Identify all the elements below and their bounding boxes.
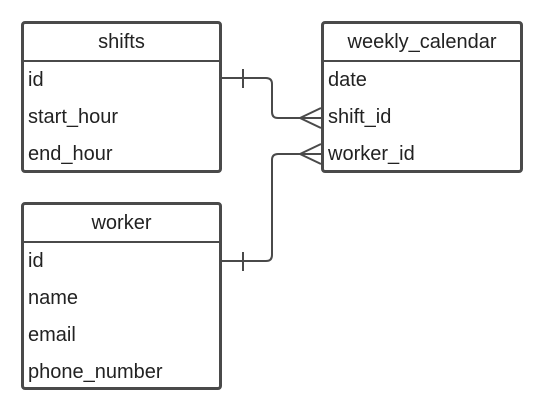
entity-shifts[interactable]: shifts id start_hour end_hour bbox=[21, 21, 222, 173]
relationship-line-worker-calendar bbox=[222, 153, 321, 262]
field-calendar-worker-id: worker_id bbox=[328, 143, 415, 165]
entity-title-weekly-calendar: weekly_calendar bbox=[324, 24, 520, 62]
field-shifts-end-hour: end_hour bbox=[28, 143, 113, 165]
crowfoot-worker-id-upper bbox=[299, 143, 322, 155]
entity-title-worker: worker bbox=[24, 205, 219, 243]
entity-title-shifts: shifts bbox=[24, 24, 219, 62]
field-worker-name: name bbox=[28, 287, 79, 309]
field-calendar-shift-id: shift_id bbox=[328, 106, 392, 128]
entity-weekly-calendar[interactable]: weekly_calendar date shift_id worker_id bbox=[321, 21, 523, 173]
field-worker-id: id bbox=[28, 250, 44, 272]
entity-worker[interactable]: worker id name email phone_number bbox=[21, 202, 222, 390]
relationship-line-shifts-calendar bbox=[222, 77, 321, 119]
crowfoot-shift-id-upper bbox=[299, 107, 322, 119]
field-shifts-id: id bbox=[28, 69, 44, 91]
field-shifts-start-hour: start_hour bbox=[28, 106, 119, 128]
crowfoot-shift-id-lower bbox=[299, 117, 322, 129]
field-worker-phone-number: phone_number bbox=[28, 361, 163, 383]
field-calendar-date: date bbox=[328, 69, 367, 91]
field-worker-email: email bbox=[28, 324, 76, 346]
crowfoot-worker-id-lower bbox=[299, 153, 322, 165]
